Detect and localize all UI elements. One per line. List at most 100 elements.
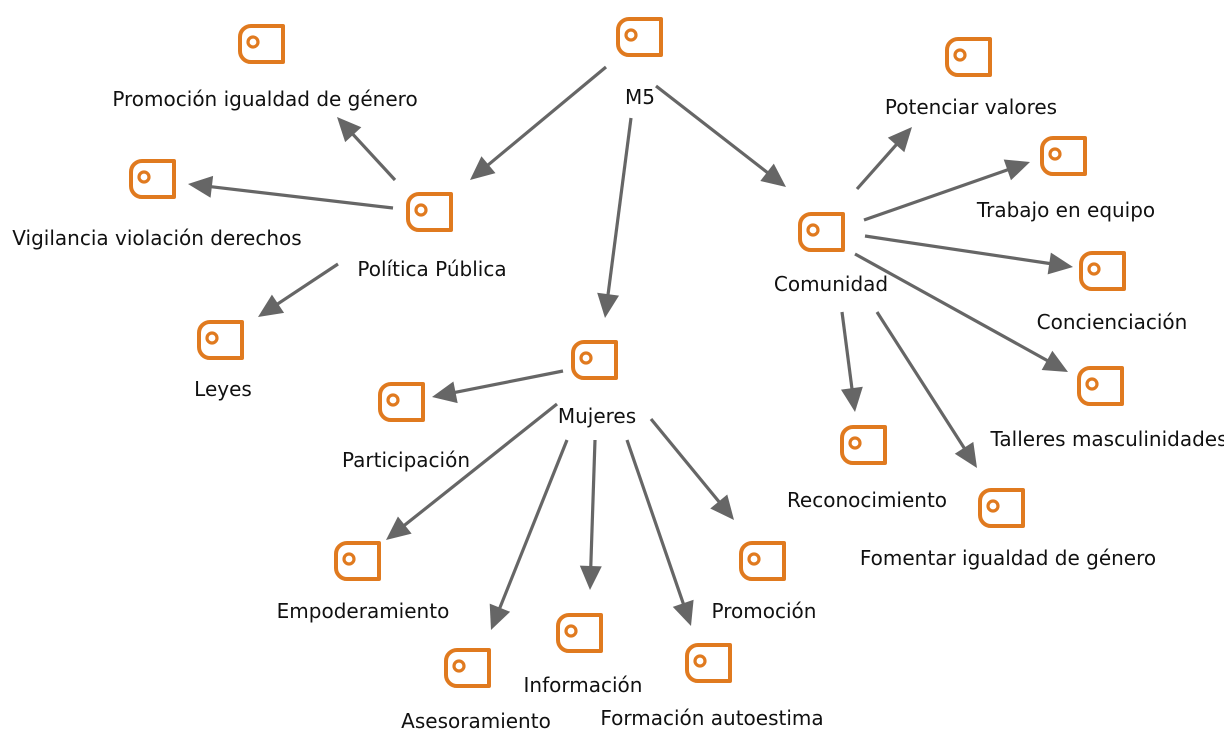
code-document-icon[interactable] — [444, 648, 491, 688]
node-mujeres[interactable]: Mujeres — [558, 340, 636, 428]
node-participacion[interactable]: Participación — [342, 382, 470, 472]
code-document-icon[interactable] — [840, 425, 887, 465]
edge-comunidad-to-fomentar — [875, 311, 977, 468]
arrowhead — [1041, 350, 1068, 372]
code-document-icon[interactable] — [406, 192, 453, 232]
code-document-icon[interactable] — [739, 541, 786, 581]
node-potenciar[interactable]: Potenciar valores — [885, 37, 1057, 119]
edge-politica-to-leyes — [258, 262, 339, 317]
icon-circle — [564, 624, 578, 638]
icon-circle — [624, 28, 638, 42]
node-reconocimiento[interactable]: Reconocimiento — [787, 425, 947, 512]
icon-circle — [953, 48, 967, 62]
node-promocion[interactable]: Promoción — [712, 541, 817, 623]
edge-line — [864, 234, 1052, 266]
edge-line — [606, 117, 633, 297]
node-label: Formación autoestima — [600, 706, 823, 730]
edge-comunidad-to-concienciacion — [864, 234, 1073, 275]
edge-line — [485, 65, 608, 168]
edge-mujeres-to-formacion — [625, 439, 694, 626]
node-concienciacion[interactable]: Concienciación — [1037, 251, 1188, 334]
code-document-icon[interactable] — [945, 37, 992, 77]
icon-circle — [806, 223, 820, 237]
edge-line — [655, 84, 770, 175]
edge-line — [350, 132, 397, 182]
edge-comunidad-to-reconocimiento — [840, 311, 863, 412]
node-label: Fomentar igualdad de género — [860, 546, 1156, 570]
code-document-icon[interactable] — [571, 340, 618, 380]
code-document-icon[interactable] — [616, 17, 663, 57]
node-promocion-igualdad[interactable]: Promoción igualdad de género — [112, 24, 418, 111]
node-trabajo[interactable]: Trabajo en equipo — [976, 136, 1155, 222]
arrowhead — [954, 441, 977, 468]
edge-line — [855, 142, 899, 191]
code-document-icon[interactable] — [978, 488, 1025, 528]
icon-outline — [1079, 251, 1126, 291]
icon-outline — [945, 37, 992, 77]
icon-circle — [986, 499, 1000, 513]
node-formacion[interactable]: Formación autoestima — [600, 643, 824, 730]
node-informacion[interactable]: Información — [524, 613, 643, 697]
icon-circle — [848, 436, 862, 450]
node-m5[interactable]: M5 — [616, 17, 663, 109]
code-document-icon[interactable] — [1040, 136, 1087, 176]
code-document-icon[interactable] — [129, 159, 176, 199]
node-label: Participación — [342, 448, 470, 472]
node-label: Empoderamiento — [277, 599, 450, 623]
arrowhead — [672, 599, 694, 626]
edge-m5-to-politica — [470, 65, 608, 180]
arrowhead — [337, 117, 362, 143]
node-label: Leyes — [194, 377, 252, 401]
icon-circle — [579, 351, 593, 365]
icon-circle — [246, 35, 260, 49]
node-politica[interactable]: Política Pública — [357, 192, 507, 281]
edge-m5-to-mujeres — [597, 117, 633, 318]
edges-layer — [188, 65, 1073, 630]
edge-line — [497, 439, 569, 611]
code-document-icon[interactable] — [197, 320, 244, 360]
arrowhead — [432, 381, 458, 404]
code-document-icon[interactable] — [556, 613, 603, 653]
icon-circle — [205, 331, 219, 345]
edge-line — [649, 417, 722, 505]
icon-outline — [334, 541, 381, 581]
node-talleres[interactable]: Talleres masculinidades — [990, 366, 1224, 451]
code-document-icon[interactable] — [798, 212, 845, 252]
code-document-icon[interactable] — [238, 24, 285, 64]
edge-line — [863, 167, 1010, 222]
code-document-icon[interactable] — [334, 541, 381, 581]
arrowhead — [887, 127, 912, 153]
node-label: Reconocimiento — [787, 488, 947, 512]
code-document-icon[interactable] — [1079, 251, 1126, 291]
arrowhead — [470, 156, 496, 180]
edge-line — [854, 252, 1050, 363]
icon-outline — [798, 212, 845, 252]
edge-mujeres-to-participacion — [432, 369, 564, 404]
arrowhead — [579, 565, 602, 590]
node-label: Información — [524, 673, 643, 697]
edge-mujeres-to-promocion — [649, 417, 734, 520]
code-document-icon[interactable] — [1077, 366, 1124, 406]
arrowhead — [258, 294, 285, 317]
node-leyes[interactable]: Leyes — [194, 320, 252, 401]
icon-outline — [571, 340, 618, 380]
edge-politica-to-promocion-igualdad — [337, 117, 397, 182]
node-label: Política Pública — [357, 257, 506, 281]
edge-mujeres-to-informacion — [579, 439, 602, 590]
arrowhead — [386, 516, 412, 540]
edge-line — [402, 402, 558, 528]
code-document-icon[interactable] — [685, 643, 732, 683]
node-fomentar[interactable]: Fomentar igualdad de género — [860, 488, 1156, 570]
icon-outline — [1040, 136, 1087, 176]
node-comunidad[interactable]: Comunidad — [774, 212, 888, 296]
node-label: Promoción — [712, 599, 817, 623]
node-asesoramiento[interactable]: Asesoramiento — [401, 648, 551, 731]
node-label: Asesoramiento — [401, 709, 551, 731]
node-vigilancia[interactable]: Vigilancia violación derechos — [12, 159, 302, 250]
node-empoderamiento[interactable]: Empoderamiento — [277, 541, 450, 623]
code-document-icon[interactable] — [378, 382, 425, 422]
icon-outline — [444, 648, 491, 688]
icon-circle — [1087, 262, 1101, 276]
